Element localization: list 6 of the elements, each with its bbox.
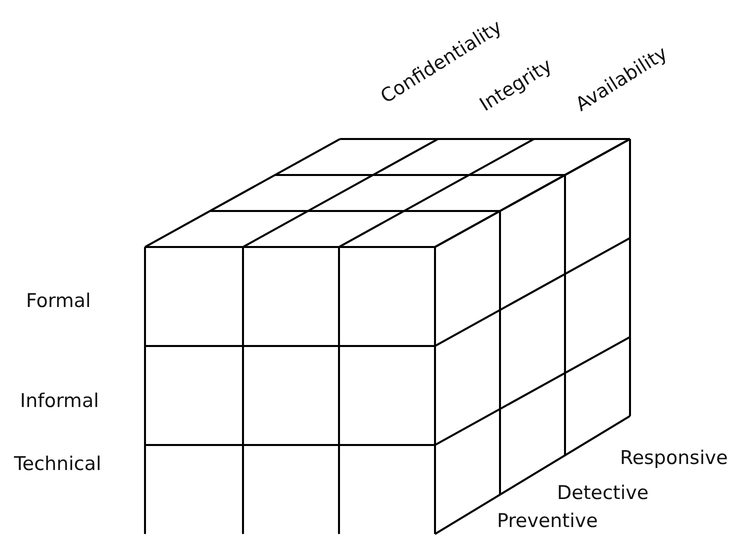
axis-label: Detective [557,484,649,503]
axis-label: Informal [20,392,99,411]
axis-label: Responsive [620,449,728,468]
axis-label: Technical [14,455,102,474]
axis-label: Formal [26,292,91,311]
axis-label: Preventive [497,512,598,531]
